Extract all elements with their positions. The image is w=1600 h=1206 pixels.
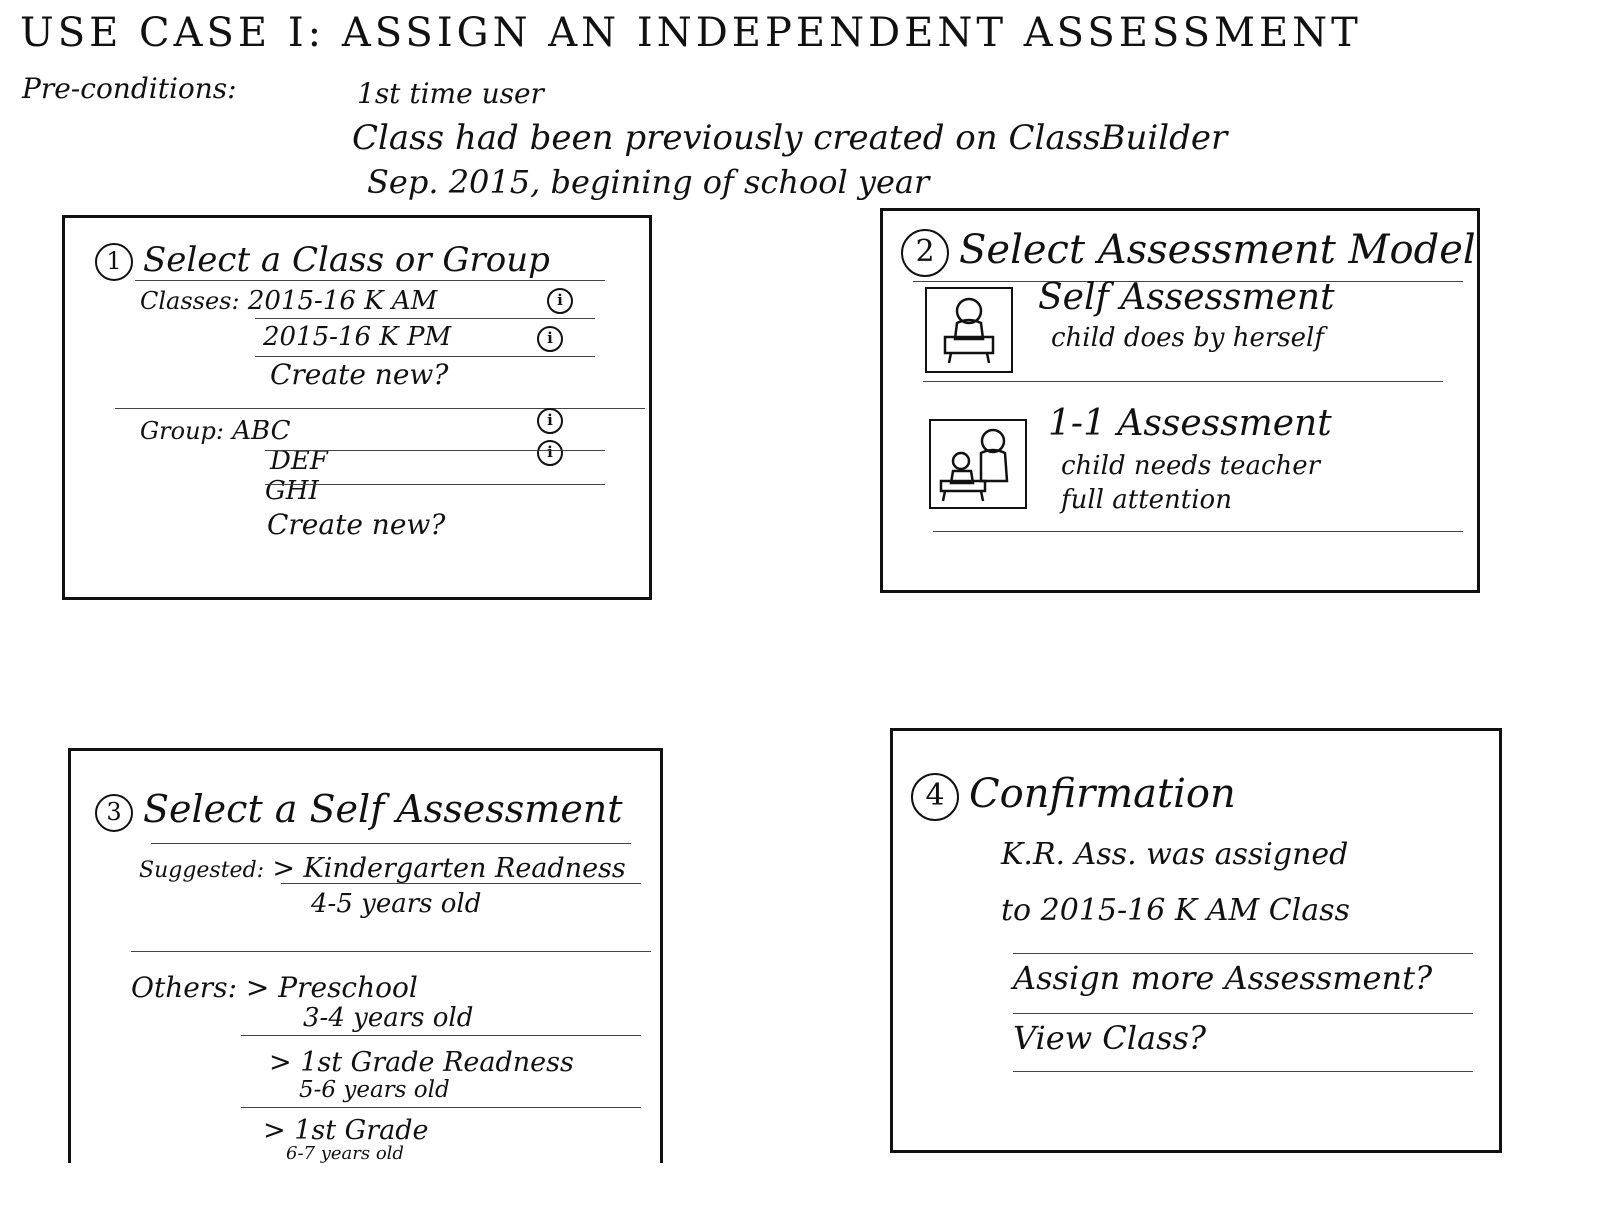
- create-group-link[interactable]: Create new?: [267, 508, 446, 541]
- suggested-assessment[interactable]: Suggested: > Kindergarten Readness: [139, 853, 626, 884]
- class-row[interactable]: Classes: 2015-16 K AM: [140, 286, 437, 316]
- step-number: 3: [95, 793, 133, 832]
- others-label: Others:: [131, 971, 237, 1004]
- other-assessment[interactable]: Others: > Preschool: [131, 971, 418, 1004]
- divider: [913, 281, 1463, 282]
- child-alone-icon: [943, 297, 995, 364]
- model-description: child needs teacher full attention: [1061, 451, 1321, 515]
- divider: [255, 318, 595, 319]
- assign-more-link[interactable]: Assign more Assessment?: [1013, 959, 1433, 997]
- divider: [1013, 953, 1473, 954]
- assessment-name: > Preschool: [245, 971, 418, 1004]
- use-case-title: USE CASE I: ASSIGN AN INDEPENDENT ASSESS…: [20, 10, 1362, 56]
- precondition-item: Class had been previously created on Cla…: [352, 118, 1228, 158]
- suggested-label: Suggested:: [139, 858, 265, 883]
- divider: [115, 408, 645, 409]
- info-icon[interactable]: i: [537, 326, 563, 352]
- classes-label: Classes:: [140, 287, 240, 315]
- class-name: 2015-16 K AM: [247, 286, 438, 316]
- group-name: DEF: [270, 446, 328, 476]
- other-assessment[interactable]: > 1st Grade: [263, 1115, 429, 1146]
- class-row[interactable]: 2015-16 K PM: [263, 322, 451, 352]
- class-name: 2015-16 K PM: [263, 322, 452, 352]
- divider: [151, 843, 631, 844]
- assessment-age: 6-7 years old: [286, 1143, 404, 1164]
- confirmation-message: K.R. Ass. was assigned to 2015-16 K AM C…: [1001, 837, 1350, 928]
- group-name: ABC: [232, 416, 291, 446]
- divider: [933, 531, 1463, 532]
- step-number: 1: [95, 243, 133, 281]
- assessment-age: 5-6 years old: [299, 1077, 450, 1103]
- group-row[interactable]: GHI: [265, 476, 319, 506]
- assessment-name: > Kindergarten Readness: [272, 853, 626, 884]
- group-row[interactable]: DEF: [270, 446, 328, 476]
- step-number: 2: [901, 229, 949, 277]
- self-assessment-thumbnail: [925, 287, 1013, 373]
- divider: [135, 280, 605, 281]
- model-description: child does by herself: [1051, 323, 1324, 353]
- info-icon[interactable]: i: [547, 288, 573, 314]
- group-name: GHI: [265, 476, 319, 506]
- precondition-item: Sep. 2015, begining of school year: [367, 163, 930, 201]
- model-title: 1-1 Assessment: [1048, 403, 1332, 444]
- divider: [281, 883, 641, 884]
- divider: [131, 951, 651, 952]
- assessment-age: 4-5 years old: [311, 889, 482, 919]
- preconditions: Pre-conditions: 1st time user Class had …: [22, 72, 1227, 201]
- divider: [241, 1107, 641, 1108]
- one-on-one-thumbnail: [929, 419, 1027, 509]
- assessment-age: 3-4 years old: [303, 1003, 474, 1033]
- group-label: Group:: [140, 417, 224, 445]
- precondition-item: 1st time user: [357, 77, 544, 110]
- other-assessment[interactable]: > 1st Grade Readness: [269, 1047, 574, 1078]
- divider: [1013, 1071, 1473, 1072]
- divider: [255, 356, 595, 357]
- step-number: 4: [911, 773, 959, 821]
- create-class-link[interactable]: Create new?: [270, 358, 449, 391]
- info-icon[interactable]: i: [537, 440, 563, 466]
- model-title: Self Assessment: [1038, 277, 1335, 318]
- preconditions-label: Pre-conditions:: [22, 72, 237, 105]
- info-icon[interactable]: i: [537, 408, 563, 434]
- view-class-link[interactable]: View Class?: [1013, 1019, 1207, 1057]
- divider: [923, 381, 1443, 382]
- group-row[interactable]: Group: ABC: [140, 416, 291, 446]
- divider: [265, 450, 605, 451]
- divider: [241, 1035, 641, 1036]
- divider: [1013, 1013, 1473, 1014]
- divider: [265, 484, 605, 485]
- teacher-with-child-icon: [939, 428, 1009, 502]
